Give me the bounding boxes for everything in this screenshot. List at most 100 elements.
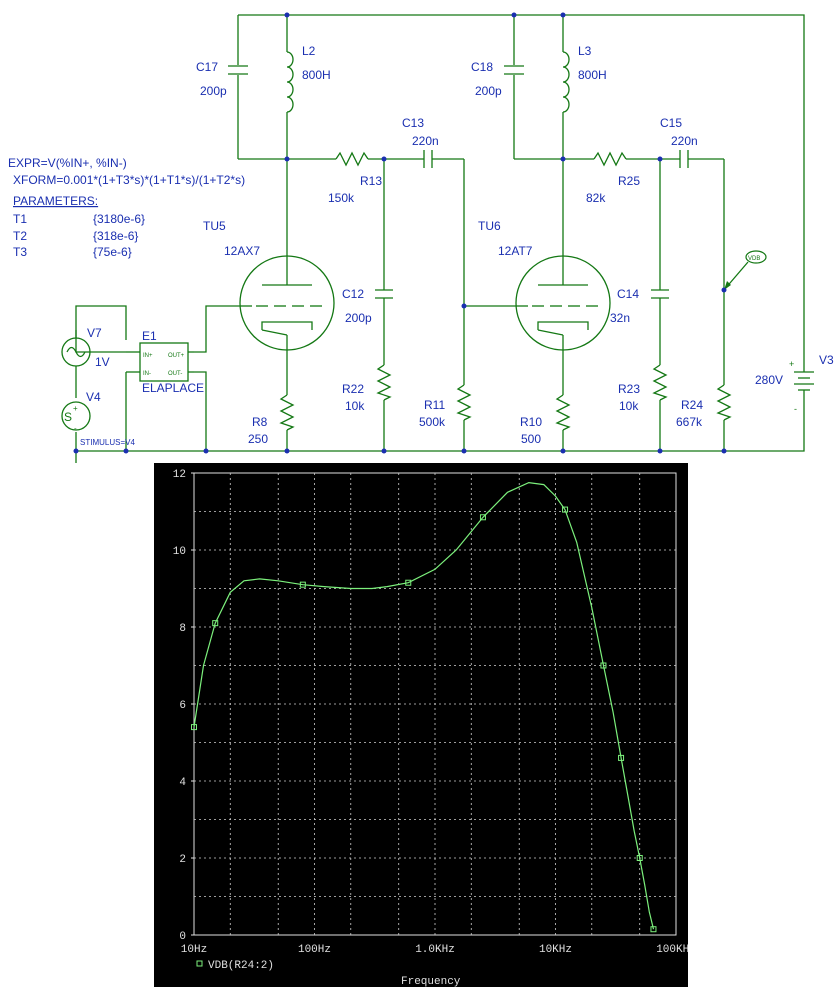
resistor-r24 <box>716 384 732 421</box>
stimulus-source-v4: S + - <box>61 401 91 433</box>
ac-source-v7 <box>61 330 91 372</box>
c14-ref: C14 <box>617 287 639 301</box>
x-tick-label: 10Hz <box>181 944 207 956</box>
l2-value: 800H <box>302 68 331 82</box>
capacitor-c17 <box>228 65 248 75</box>
c12-value: 200p <box>345 311 372 325</box>
data-point-marker <box>650 926 657 933</box>
tube-tu6 <box>515 255 611 351</box>
tu5-ref: TU5 <box>203 219 226 233</box>
inductor-l2 <box>286 51 294 113</box>
r23-ref: R23 <box>618 382 640 396</box>
x-tick-label: 10KHz <box>539 944 572 956</box>
legend-marker <box>196 960 203 967</box>
tu6-type: 12AT7 <box>498 244 533 258</box>
resistor-r13 <box>335 151 369 167</box>
l3-ref: L3 <box>578 44 592 58</box>
data-point-marker <box>405 579 412 586</box>
v4-ref: V4 <box>86 390 101 404</box>
x-tick-label: 100Hz <box>298 944 331 956</box>
v4-stimulus: STIMULUS=V4 <box>80 438 135 447</box>
svg-text:VDB: VDB <box>748 256 760 262</box>
tu5-type: 12AX7 <box>224 244 260 258</box>
data-point-marker <box>479 514 486 521</box>
chart-grid <box>194 473 676 935</box>
x-tick-label: 1.0KHz <box>415 944 455 956</box>
x-axis-label: Frequency <box>401 976 461 987</box>
elaplace-e1: IN+ IN- OUT+ OUT- <box>126 342 194 382</box>
data-point-marker <box>600 662 607 669</box>
r8-ref: R8 <box>252 415 268 429</box>
r11-value: 500k <box>419 415 446 429</box>
expr-text: EXPR=V(%IN+, %IN-) <box>8 156 127 170</box>
svg-text:-: - <box>74 424 77 433</box>
r22-ref: R22 <box>342 382 364 396</box>
param-t3-name: T3 <box>13 245 27 259</box>
svg-text:S: S <box>64 410 72 424</box>
r13-ref: R13 <box>360 174 382 188</box>
y-tick-label: 10 <box>173 546 186 558</box>
c15-ref: C15 <box>660 116 682 130</box>
v7-value: 1V <box>95 355 110 369</box>
data-point-marker <box>299 581 306 588</box>
y-tick-label: 8 <box>179 623 186 635</box>
resistor-r11 <box>456 384 472 421</box>
parameters-title: PARAMETERS: <box>13 194 98 208</box>
c17-value: 200p <box>200 84 227 98</box>
c15-value: 220n <box>671 134 698 148</box>
r23-value: 10k <box>619 399 639 413</box>
xform-text: XFORM=0.001*(1+T3*s)*(1+T1*s)/(1+T2*s) <box>13 173 245 187</box>
y-tick-label: 12 <box>173 469 186 481</box>
y-tick-label: 4 <box>179 777 186 789</box>
junction-dots <box>73 12 727 454</box>
inductor-l3 <box>562 51 570 113</box>
e1-type: ELAPLACE <box>142 381 204 395</box>
r10-ref: R10 <box>520 415 542 429</box>
battery-v3: + - <box>789 355 814 414</box>
l2-ref: L2 <box>302 44 316 58</box>
resistor-r8 <box>279 394 295 431</box>
r10-value: 500 <box>521 432 541 446</box>
tube-tu5 <box>239 255 335 351</box>
wires <box>75 14 805 463</box>
c17-ref: C17 <box>196 60 218 74</box>
capacitor-c15 <box>679 150 689 168</box>
svg-text:IN+: IN+ <box>143 353 153 359</box>
c12-ref: C12 <box>342 287 364 301</box>
v7-ref: V7 <box>87 326 102 340</box>
data-point-marker <box>191 724 197 731</box>
c14-value: 32n <box>610 311 630 325</box>
resistor-r22 <box>376 364 392 401</box>
r25-value: 82k <box>586 191 606 205</box>
svg-text:OUT+: OUT+ <box>168 353 185 359</box>
capacitor-c13 <box>423 150 433 168</box>
c18-ref: C18 <box>471 60 493 74</box>
param-t2-value: {318e-6} <box>93 229 138 243</box>
capacitor-c12 <box>375 289 393 299</box>
param-t2-name: T2 <box>13 229 27 243</box>
param-t1-name: T1 <box>13 212 27 226</box>
capacitor-c14 <box>651 289 669 299</box>
param-t3-value: {75e-6} <box>93 245 132 259</box>
svg-text:+: + <box>789 359 794 369</box>
resistor-r23 <box>652 364 668 401</box>
r25-ref: R25 <box>618 174 640 188</box>
data-point-marker <box>636 855 643 861</box>
c13-value: 220n <box>412 134 439 148</box>
svg-text:+: + <box>73 404 78 413</box>
data-point-marker <box>562 506 569 513</box>
voltage-probe-icon: VDB <box>723 250 767 291</box>
data-point-marker <box>212 620 219 627</box>
r24-value: 667k <box>676 415 703 429</box>
c18-value: 200p <box>475 84 502 98</box>
series-line <box>193 481 655 930</box>
v3-value: 280V <box>755 373 783 387</box>
y-tick-label: 2 <box>179 854 186 866</box>
schematic: C17 200p L2 800H R13 150k C13 220n C18 2… <box>8 12 834 463</box>
l3-value: 800H <box>578 68 607 82</box>
param-t1-value: {3180e-6} <box>93 212 145 226</box>
c13-ref: C13 <box>402 116 424 130</box>
